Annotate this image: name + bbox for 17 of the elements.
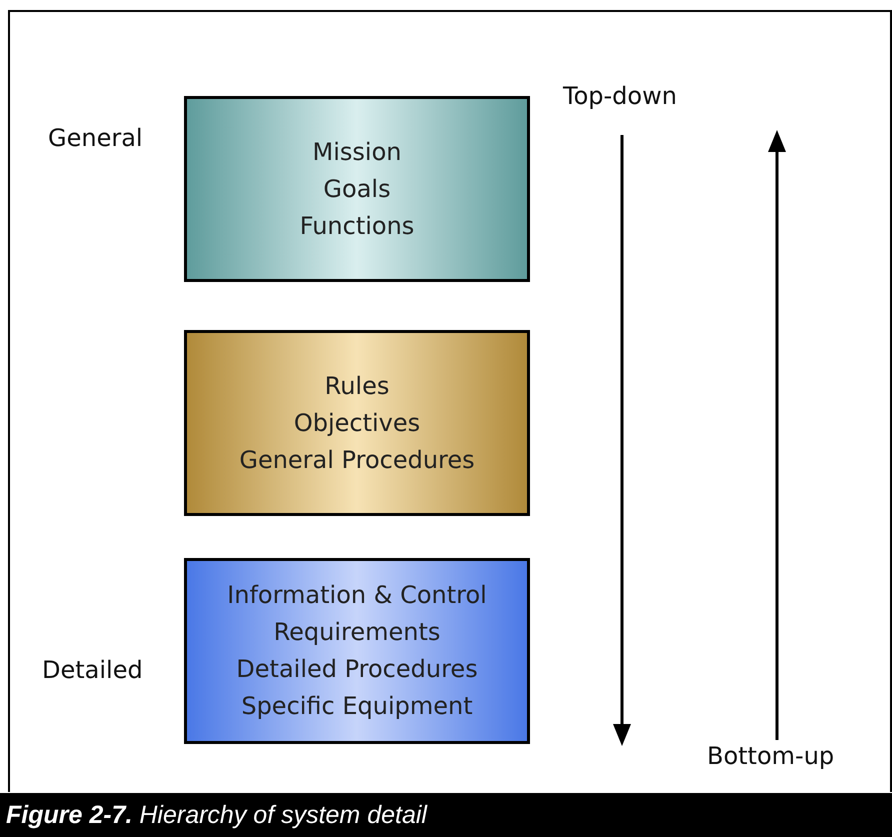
box-text: Functions: [300, 210, 414, 242]
box-text: Rules: [324, 370, 390, 402]
level-box: [184, 96, 530, 282]
box-text: Information & Control Requirements: [226, 580, 488, 648]
level-box: [184, 558, 530, 744]
direction-label: Top-down: [563, 82, 677, 110]
box-text: Specific Equipment: [241, 691, 473, 722]
box-text: Mission: [312, 136, 402, 168]
direction-label: Bottom-up: [707, 742, 834, 770]
box-text: Detailed Procedures: [236, 654, 478, 685]
level-box: [184, 330, 530, 516]
box-text: Objectives: [294, 408, 420, 438]
level-label: General: [48, 124, 143, 152]
box-text: General Procedures: [239, 444, 475, 476]
level-label: Detailed: [42, 656, 143, 684]
box-text: Goals: [323, 174, 391, 204]
figure-caption: Figure 2-7. Hierarchy of system detail: [0, 793, 892, 837]
